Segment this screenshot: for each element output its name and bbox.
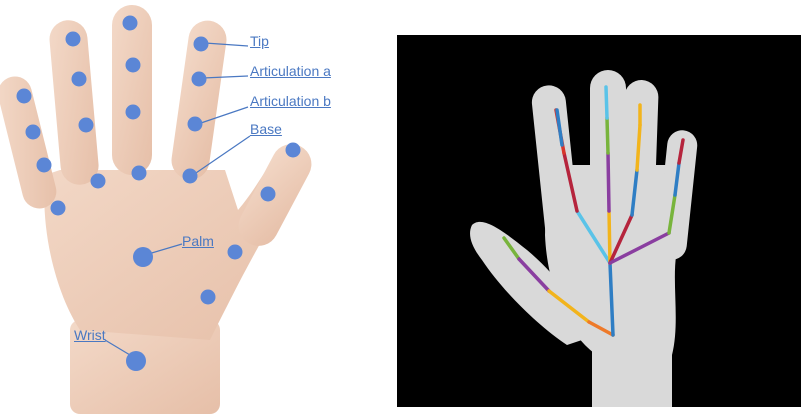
ring-base-marker	[91, 174, 106, 189]
base-label: Base	[250, 121, 282, 137]
pinky-articulation-a-marker	[26, 125, 41, 140]
palm-marker	[133, 247, 153, 267]
thumb-root-marker	[201, 290, 216, 305]
ring-articulation-a-marker	[72, 72, 87, 87]
index-articulation-b-marker	[188, 117, 203, 132]
middle-tip-marker	[123, 16, 138, 31]
pinky-tip-marker	[17, 89, 32, 104]
annotated-hand-panel: Tip Articulation a Articulation b Base P…	[0, 0, 395, 414]
wrist-marker	[126, 351, 146, 371]
thumb-base-marker	[228, 245, 243, 260]
middle-articulation-a-marker	[126, 58, 141, 73]
pinky-base-marker	[51, 201, 66, 216]
depth-skeleton-panel	[397, 35, 801, 407]
middle-bone-proximal	[609, 211, 610, 263]
wrist-label: Wrist	[74, 327, 106, 343]
middle-bone-upper	[607, 118, 608, 153]
index-articulation-a-marker	[192, 72, 207, 87]
index-base-marker	[183, 169, 198, 184]
index-tip-marker	[194, 37, 209, 52]
palm-label: Palm	[182, 233, 214, 249]
middle-articulation-b-marker	[126, 105, 141, 120]
thumb-tip-marker	[286, 143, 301, 158]
articulation-a-label: Articulation a	[250, 63, 331, 79]
pinky-articulation-b-marker	[37, 158, 52, 173]
ring-articulation-b-marker	[79, 118, 94, 133]
articulation-b-label: Articulation b	[250, 93, 331, 109]
middle-bone-distal	[606, 87, 607, 118]
ring-tip-marker	[66, 32, 81, 47]
middle-base-marker	[132, 166, 147, 181]
depth-hand-illustration	[397, 35, 801, 407]
middle-bone-middle	[608, 153, 609, 211]
tip-label: Tip	[250, 33, 269, 49]
hand-illustration	[0, 0, 395, 414]
thumb-articulation-a-marker	[261, 187, 276, 202]
